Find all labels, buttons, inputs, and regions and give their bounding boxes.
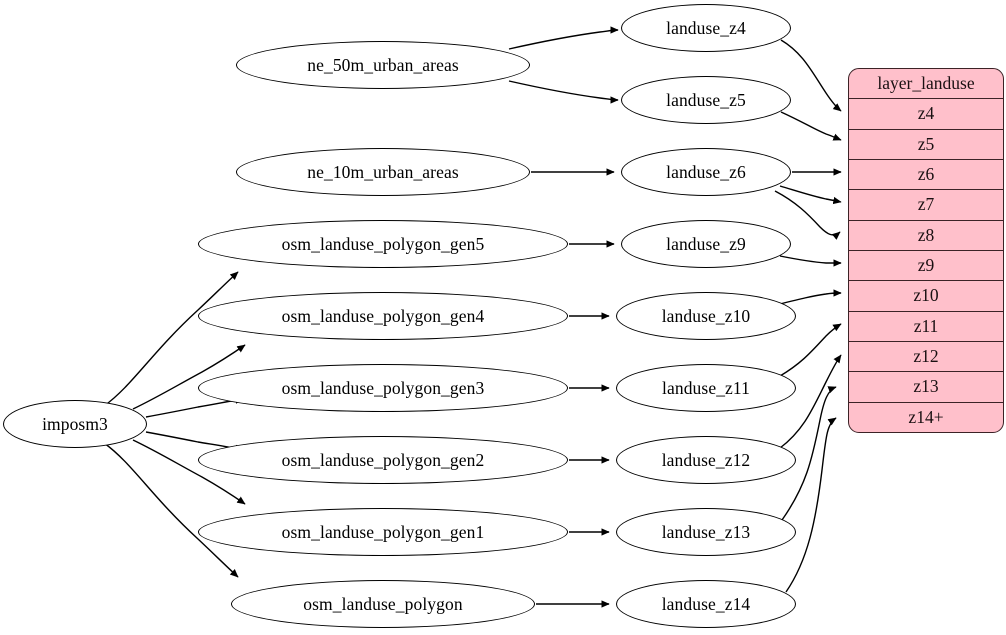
node-landuse-z6[interactable]: landuse_z6 [621, 148, 791, 196]
table-row-z6[interactable]: z6 [849, 158, 1003, 189]
edge-z6-row-z8 [774, 190, 841, 240]
node-label: ne_10m_urban_areas [307, 161, 459, 182]
edge-z9-row-z9 [779, 255, 842, 267]
node-osm-landuse-polygon-gen4[interactable]: osm_landuse_polygon_gen4 [198, 292, 568, 340]
node-label: osm_landuse_polygon_gen2 [281, 449, 485, 470]
node-label: landuse_z11 [662, 377, 750, 398]
node-label: osm_landuse_polygon [303, 593, 463, 614]
node-ne-50m-urban-areas[interactable]: ne_50m_urban_areas [236, 41, 530, 89]
edge-ne50m-z4 [508, 26, 619, 50]
edge-z6-row-z7 [779, 185, 842, 205]
node-label: osm_landuse_polygon_gen3 [281, 377, 485, 398]
node-label: landuse_z12 [661, 449, 751, 470]
edge-z4-row-z4 [780, 39, 842, 112]
table-row-z5[interactable]: z5 [849, 128, 1003, 159]
edge-imposm3-gen4 [132, 344, 246, 410]
table-row-z13[interactable]: z13 [849, 371, 1003, 401]
table-row-z12[interactable]: z12 [849, 340, 1003, 371]
node-ne-10m-urban-areas[interactable]: ne_10m_urban_areas [236, 148, 530, 196]
edge-imposm3-gen1 [132, 439, 246, 505]
table-row-z9[interactable]: z9 [849, 249, 1003, 280]
node-label: landuse_z13 [661, 521, 751, 542]
node-landuse-z13[interactable]: landuse_z13 [616, 508, 796, 556]
table-row-z7[interactable]: z7 [849, 189, 1003, 219]
node-osm-landuse-polygon-gen2[interactable]: osm_landuse_polygon_gen2 [198, 436, 568, 484]
edge-z5-row-z5 [780, 111, 842, 141]
edge-imposm3-gen3 [145, 396, 244, 418]
node-label: osm_landuse_polygon_gen1 [281, 521, 485, 542]
edge-imposm3-polygon [103, 442, 239, 578]
edge-z12-row-z12 [779, 354, 842, 449]
table-row-z8[interactable]: z8 [849, 219, 1003, 250]
node-label: landuse_z4 [666, 17, 746, 38]
node-landuse-z10[interactable]: landuse_z10 [616, 292, 796, 340]
node-label: landuse_z14 [661, 593, 751, 614]
edge-z10-row-z10 [779, 289, 842, 305]
node-label: landuse_z5 [666, 89, 746, 110]
edge-ne50m-z5 [508, 80, 619, 104]
node-landuse-z12[interactable]: landuse_z12 [616, 436, 796, 484]
node-landuse-z4[interactable]: landuse_z4 [621, 4, 791, 52]
node-label: ne_50m_urban_areas [307, 54, 459, 75]
node-label: imposm3 [42, 413, 108, 434]
table-row-z10[interactable]: z10 [849, 280, 1003, 310]
node-label: osm_landuse_polygon_gen5 [281, 233, 485, 254]
edge-z11-row-z11 [779, 323, 842, 377]
table-row-z14-plus[interactable]: z14+ [849, 401, 1003, 432]
node-imposm3[interactable]: imposm3 [3, 400, 147, 448]
node-landuse-z14[interactable]: landuse_z14 [616, 580, 796, 628]
node-osm-landuse-polygon-gen1[interactable]: osm_landuse_polygon_gen1 [198, 508, 568, 556]
table-header-layer-landuse: layer_landuse [877, 73, 975, 94]
node-label: landuse_z10 [661, 305, 751, 326]
table-row-z4[interactable]: z4 [849, 98, 1003, 128]
node-osm-landuse-polygon-gen5[interactable]: osm_landuse_polygon_gen5 [198, 220, 568, 268]
node-osm-landuse-polygon[interactable]: osm_landuse_polygon [231, 580, 535, 628]
edge-z14-row-z14plus [785, 417, 837, 593]
node-label: landuse_z6 [666, 161, 746, 182]
edge-imposm3-gen5 [103, 271, 239, 407]
node-landuse-z11[interactable]: landuse_z11 [616, 364, 796, 412]
node-layer-landuse-table[interactable]: layer_landuse z4 z5 z6 z7 z8 z9 z10 z11 … [848, 68, 1004, 433]
node-osm-landuse-polygon-gen3[interactable]: osm_landuse_polygon_gen3 [198, 364, 568, 412]
node-label: osm_landuse_polygon_gen4 [281, 305, 485, 326]
edge-z13-row-z13 [781, 386, 837, 521]
node-landuse-z9[interactable]: landuse_z9 [621, 220, 791, 268]
node-landuse-z5[interactable]: landuse_z5 [621, 76, 791, 124]
node-label: landuse_z9 [666, 233, 746, 254]
table-row-z11[interactable]: z11 [849, 310, 1003, 341]
